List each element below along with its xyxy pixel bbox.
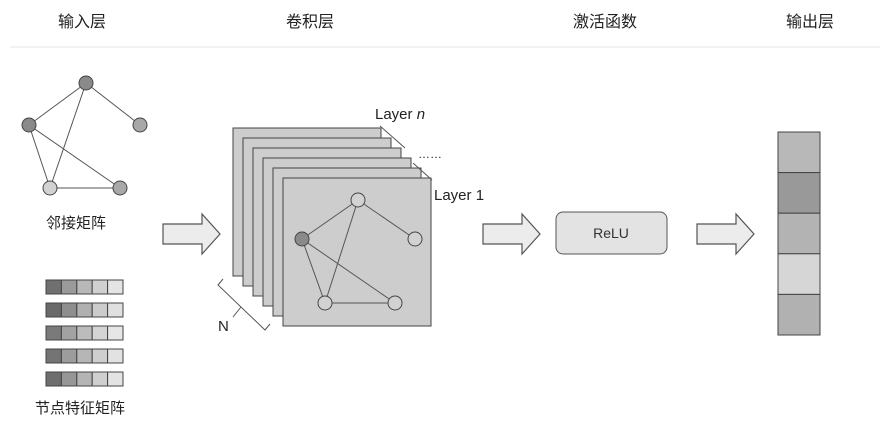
layer-n-label: Layer n: [375, 106, 425, 123]
feature-matrix-cell: [76, 302, 93, 318]
output-vector-cell: [777, 172, 821, 214]
header-output-layer: 输出层: [786, 12, 834, 31]
layer-n-prefix: Layer: [375, 106, 417, 123]
arrow-conv-to-relu: [482, 212, 541, 256]
conv-layer-stack: [232, 127, 432, 327]
feature-matrix-cell: [76, 371, 93, 387]
graph-edge: [85, 82, 141, 126]
conv-graph-edge: [301, 238, 326, 304]
layer-n-leader-line: [379, 125, 406, 149]
feature-matrix-cell: [91, 302, 109, 318]
layer-ellipsis: ……: [418, 147, 442, 161]
feature-matrix-cell: [76, 325, 93, 341]
relu-box: [555, 211, 668, 255]
header-input-layer: 输入层: [58, 12, 106, 31]
output-vector-cell: [777, 293, 821, 336]
conv-graph-edge: [301, 238, 396, 304]
feature-matrix-cell: [60, 325, 78, 341]
feature-matrix-cell: [107, 371, 124, 387]
graph-node: [21, 117, 37, 133]
graph-node: [112, 180, 128, 196]
feature-matrix-cell: [60, 302, 78, 318]
feature-matrix-cell: [45, 279, 62, 295]
feature-matrix-cell: [107, 279, 124, 295]
feature-matrix-cell: [91, 279, 109, 295]
feature-matrix-cell: [45, 348, 62, 364]
feature-matrix-cell: [45, 371, 62, 387]
feature-matrix-cell: [45, 325, 62, 341]
graph-node: [132, 117, 148, 133]
graph-node: [42, 180, 58, 196]
conv-graph-node: [350, 192, 366, 208]
arrow-relu-to-output: [696, 212, 755, 256]
output-vector-cell: [777, 212, 821, 255]
graph-edge: [28, 82, 87, 126]
feature-matrix-cell: [107, 325, 124, 341]
layer-count-tick: [232, 306, 242, 318]
output-vector-cell: [777, 253, 821, 295]
layer-count-label: N: [218, 318, 229, 335]
feature-matrix-cell: [45, 302, 62, 318]
node-feature-matrix-label: 节点特征矩阵: [35, 399, 125, 417]
conv-graph-node: [317, 295, 333, 311]
adjacency-graph: [21, 75, 148, 196]
graph-edge: [28, 124, 51, 189]
conv-graph-node: [407, 231, 423, 247]
output-vector: [777, 131, 821, 336]
header-conv-layer: 卷积层: [286, 12, 334, 31]
node-feature-matrix: [45, 279, 124, 387]
layer-1-leader-line: [412, 162, 433, 181]
relu-label: ReLU: [593, 225, 629, 241]
header-activation: 激活函数: [573, 12, 637, 31]
output-vector-cell: [777, 131, 821, 174]
conv-graph-edge: [324, 199, 359, 304]
layer-count-bracket: [217, 278, 271, 331]
feature-matrix-cell: [107, 302, 124, 318]
graph-node: [78, 75, 94, 91]
feature-matrix-cell: [107, 348, 124, 364]
conv-graph-node: [294, 231, 310, 247]
graph-edge: [28, 124, 121, 189]
feature-matrix-cell: [91, 371, 109, 387]
feature-matrix-cell: [60, 348, 78, 364]
feature-matrix-cell: [91, 348, 109, 364]
conv-graph-edge: [357, 199, 416, 240]
feature-matrix-cell: [76, 348, 93, 364]
feature-matrix-cell: [60, 279, 78, 295]
graph-edge: [49, 82, 87, 189]
layer-n-variable: n: [417, 106, 425, 123]
arrow-input-to-conv: [162, 212, 221, 256]
feature-matrix-cell: [76, 279, 93, 295]
feature-matrix-cell: [91, 325, 109, 341]
conv-graph-edge: [301, 199, 359, 240]
adjacency-matrix-label: 邻接矩阵: [46, 214, 106, 232]
conv-graph-node: [387, 295, 403, 311]
layer-1-label: Layer 1: [434, 187, 484, 204]
feature-matrix-cell: [60, 371, 78, 387]
